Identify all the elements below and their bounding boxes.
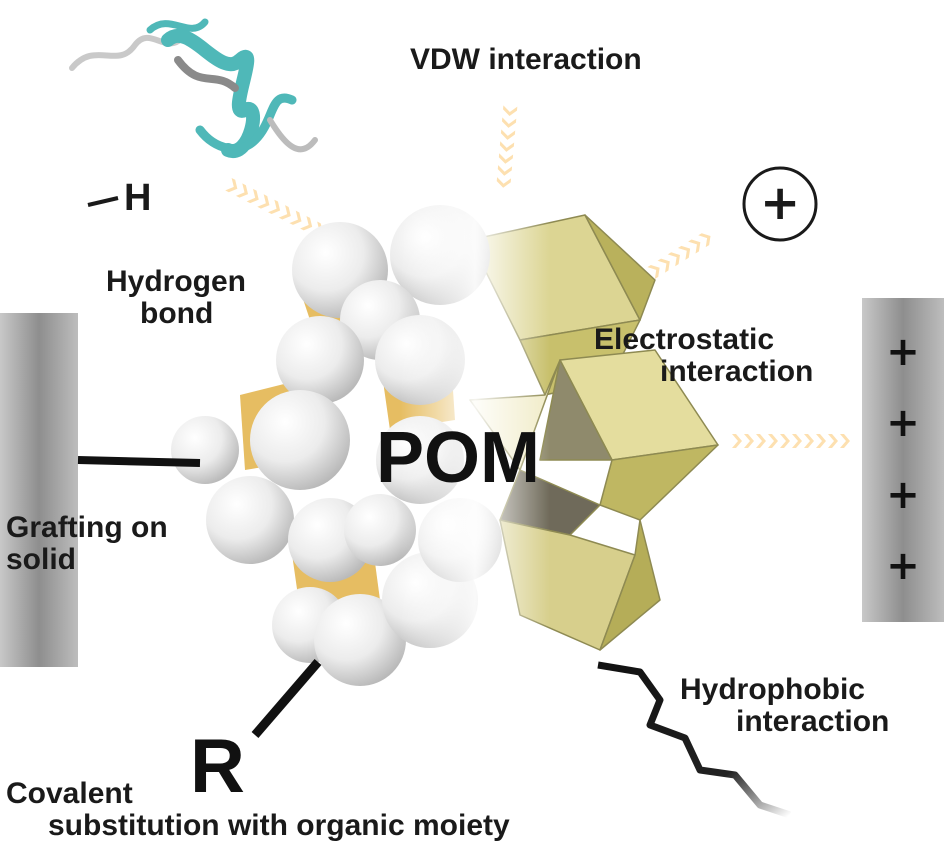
- hydrogen-bond-label: Hydrogen bond: [106, 265, 247, 331]
- surface-charge: +: [886, 329, 920, 375]
- surface-charge: +: [886, 400, 920, 446]
- h-atom-label: H: [124, 177, 152, 219]
- hydrogen-bond-line-1: Hydrogen: [106, 265, 247, 298]
- covalent-line-1: Covalent: [6, 777, 133, 810]
- solid-surface-right: [862, 298, 944, 622]
- covalent-line-2: substitution with organic moiety: [48, 809, 510, 843]
- electrostatic-label: Electrostatic interaction: [594, 323, 814, 389]
- solid-surface-left: [0, 313, 78, 667]
- hydrophobic-chain: [597, 661, 792, 819]
- hydrogen-bond-line-2: bond: [140, 297, 214, 331]
- protein-helix-icon: [69, 18, 318, 158]
- pom-label: POM: [376, 418, 541, 498]
- electrostatic-line-2: interaction: [660, 355, 814, 389]
- electrostatic-line-1: Electrostatic: [594, 323, 775, 356]
- r-group-linker: [251, 659, 322, 738]
- grafting-line-2: solid: [6, 543, 77, 577]
- grafting-label: Grafting on solid: [6, 511, 168, 577]
- hydrophobic-line-1: Hydrophobic: [680, 673, 865, 706]
- r-group-label: R: [190, 724, 245, 809]
- grafting-linker: [77, 456, 201, 467]
- cation-symbol: +: [760, 175, 801, 231]
- cation-circle-icon: [742, 166, 818, 242]
- surface-charge: +: [886, 543, 920, 589]
- surface-charge: +: [886, 472, 920, 518]
- hydrophobic-label: Hydrophobic interaction: [680, 673, 890, 739]
- h-bond-stub: [87, 196, 119, 207]
- covalent-label: Covalent substitution with organic moiet…: [6, 777, 510, 843]
- pom-fade-overlay: [400, 200, 550, 680]
- grafting-line-1: Grafting on: [6, 511, 168, 544]
- vdw-label: VDW interaction: [410, 43, 642, 76]
- hydrophobic-line-2: interaction: [736, 705, 890, 739]
